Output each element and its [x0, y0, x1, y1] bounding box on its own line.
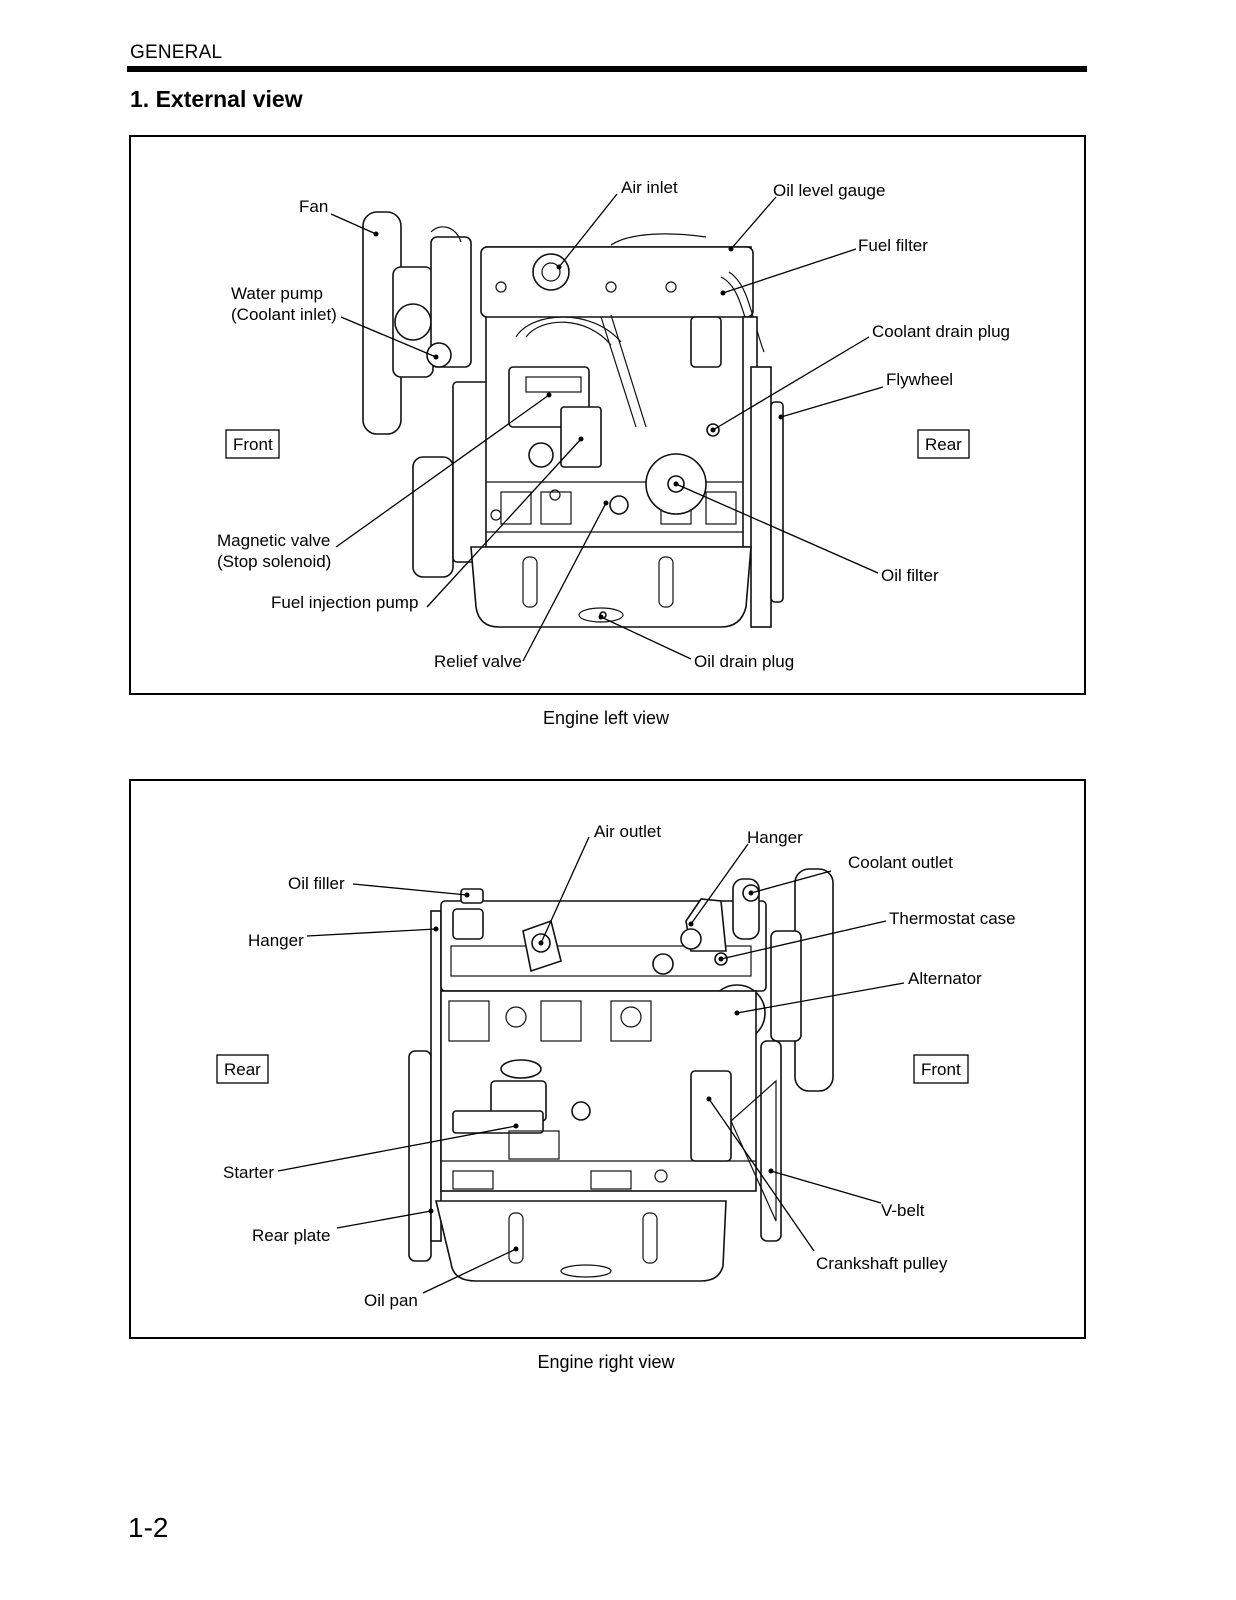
rear-side-label-right: Rear: [224, 1060, 261, 1079]
leader-coolant-drain-plug: [712, 336, 870, 431]
front-side-box-right: [913, 1054, 969, 1084]
label-flywheel: Flywheel: [886, 370, 953, 389]
caption-engine-right-view: Engine right view: [537, 1352, 675, 1372]
label-alternator: Alternator: [908, 969, 982, 988]
leader-rear-plate: [336, 1210, 432, 1229]
label-oil-level-gauge: Oil level gauge: [773, 181, 885, 200]
rear-side-box-right: [216, 1054, 269, 1084]
caption-engine-left-view: Engine left view: [542, 708, 670, 728]
leader-flywheel: [780, 386, 884, 418]
leader-magnetic-valve: [335, 394, 550, 548]
label-oil-filter: Oil filter: [881, 566, 939, 585]
leader-v-belt: [770, 1170, 882, 1204]
front-side-box: [225, 429, 280, 459]
engine-right-illustration: [408, 868, 834, 1282]
leader-hanger-top: [690, 843, 749, 925]
label-water-pump-coolant-inlet: (Coolant inlet): [231, 305, 337, 324]
label-hanger-top: Hanger: [747, 828, 803, 847]
leader-hanger-left: [306, 928, 437, 937]
leader-relief-valve: [522, 502, 607, 662]
rear-side-box: [917, 429, 970, 459]
leader-fuel-injection-pump: [426, 438, 582, 608]
header-section: GENERAL: [130, 42, 223, 63]
section-title: 1. External view: [130, 86, 303, 112]
leader-oil-drain-plug: [600, 616, 692, 660]
label-stop-solenoid: (Stop solenoid): [217, 552, 331, 571]
leader-coolant-outlet: [750, 870, 832, 894]
engine-right-view-drawing: Air outlet Hanger Coolant outlet Oil fil…: [216, 822, 1016, 1310]
engine-right-view-figure: Air outlet Hanger Coolant outlet Oil fil…: [129, 779, 1086, 1339]
label-oil-pan: Oil pan: [364, 1291, 418, 1310]
leader-thermostat-case: [720, 920, 887, 960]
leader-alternator: [736, 982, 905, 1014]
label-water-pump: Water pump: [231, 284, 323, 303]
label-crankshaft-pulley: Crankshaft pulley: [816, 1254, 948, 1273]
label-v-belt: V-belt: [881, 1201, 925, 1220]
right-view-leaders: [277, 836, 905, 1294]
label-coolant-drain-plug: Coolant drain plug: [872, 322, 1010, 341]
leader-water-pump: [340, 316, 437, 358]
label-air-outlet: Air outlet: [594, 822, 661, 841]
leader-air-inlet: [558, 193, 618, 268]
leader-starter: [277, 1125, 517, 1172]
label-oil-drain-plug: Oil drain plug: [694, 652, 794, 671]
rear-side-label: Rear: [925, 435, 962, 454]
leader-air-outlet: [540, 836, 590, 944]
leader-oil-pan: [422, 1248, 517, 1294]
label-thermostat-case: Thermostat case: [889, 909, 1016, 928]
engine-left-view-figure: Fan Air inlet Oil level gauge Fuel filte…: [129, 135, 1086, 695]
leader-oil-filler: [352, 883, 468, 896]
label-fuel-injection-pump: Fuel injection pump: [271, 593, 418, 612]
label-rear-plate: Rear plate: [252, 1226, 330, 1245]
engine-left-view-drawing: Fan Air inlet Oil level gauge Fuel filte…: [217, 178, 1010, 671]
label-magnetic-valve: Magnetic valve: [217, 531, 330, 550]
left-view-leaders: [330, 193, 884, 662]
leader-crankshaft-pulley: [708, 1098, 815, 1252]
leader-oil-filter: [675, 483, 879, 574]
label-relief-valve: Relief valve: [434, 652, 522, 671]
label-starter: Starter: [223, 1163, 274, 1182]
label-oil-filler: Oil filler: [288, 874, 345, 893]
header-rule: [127, 66, 1087, 72]
page-number: 1-2: [128, 1512, 169, 1543]
label-coolant-outlet: Coolant outlet: [848, 853, 953, 872]
front-side-label-right: Front: [921, 1060, 961, 1079]
label-air-inlet: Air inlet: [621, 178, 678, 197]
leader-fuel-filter: [722, 248, 857, 294]
label-hanger-left: Hanger: [248, 931, 304, 950]
front-side-label: Front: [233, 435, 273, 454]
label-fan: Fan: [299, 197, 328, 216]
leader-fan: [330, 213, 377, 235]
leader-oil-level-gauge: [730, 196, 777, 250]
label-fuel-filter: Fuel filter: [858, 236, 928, 255]
